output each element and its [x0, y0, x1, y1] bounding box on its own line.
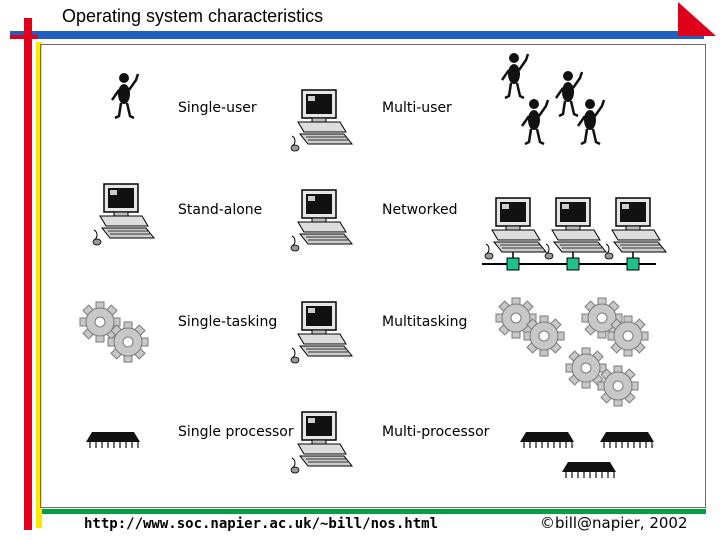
many-gears-icon	[495, 297, 649, 407]
label-single-tasking: Single-tasking	[178, 314, 278, 330]
footer-copyright: ©bill@napier, 2002	[540, 514, 688, 532]
computer-icon	[290, 411, 353, 474]
people-group-icon	[500, 51, 606, 146]
label-single-processor: Single processor	[178, 424, 294, 440]
computer-icon	[290, 301, 353, 364]
top-blue-bar	[10, 31, 704, 39]
left-red-bar	[24, 18, 32, 530]
bottom-yellow-accent	[36, 514, 42, 528]
person-icon	[110, 71, 140, 120]
bottom-green-bar	[42, 509, 706, 514]
computer-icon	[290, 189, 353, 252]
computer-icon	[92, 183, 155, 246]
label-multi-user: Multi-user	[382, 100, 452, 116]
left-yellow-bar	[36, 42, 42, 528]
multi-chip-icon	[519, 431, 655, 479]
label-networked: Networked	[382, 202, 458, 218]
label-stand-alone: Stand-alone	[178, 202, 263, 218]
content-frame	[40, 44, 706, 508]
footer-url: http://www.soc.napier.ac.uk/~bill/nos.ht…	[84, 516, 439, 532]
computer-icon	[290, 89, 353, 152]
network-icon	[482, 197, 667, 271]
slide-title: Operating system characteristics	[62, 6, 324, 26]
label-single-user: Single-user	[178, 100, 257, 116]
label-multitasking: Multitasking	[382, 314, 468, 330]
gears-icon	[79, 301, 149, 363]
chip-icon	[85, 431, 141, 449]
label-multi-processor: Multi-processor	[382, 424, 490, 440]
